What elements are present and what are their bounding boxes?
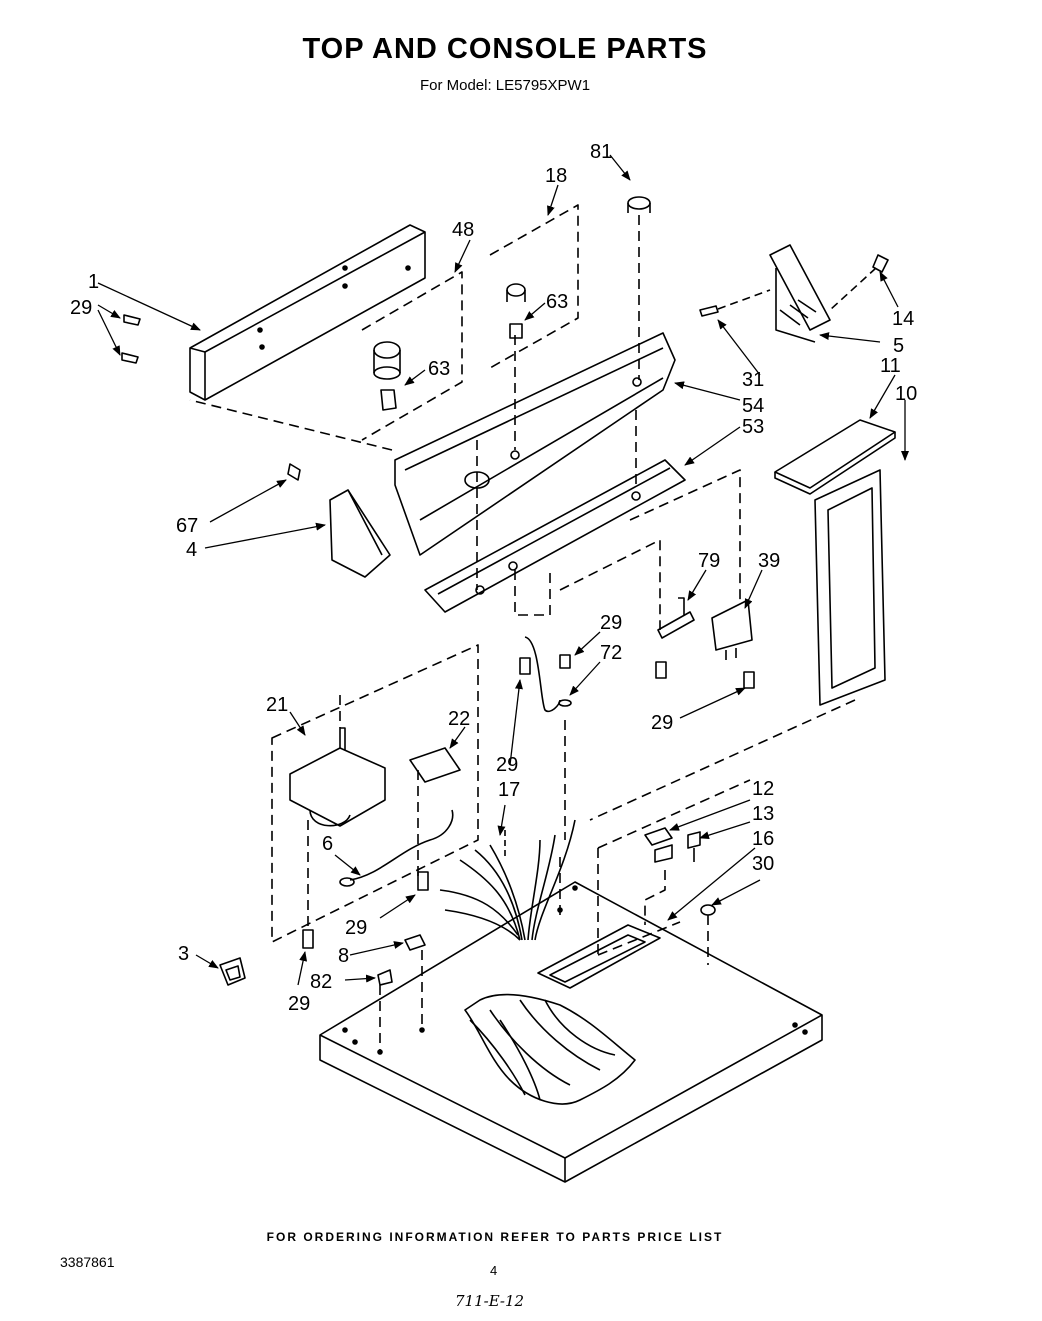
model-subtitle: For Model: LE5795XPW1 [419, 77, 591, 94]
bracket-part [699, 244, 889, 343]
callout-label: 13 [752, 803, 774, 825]
callout-label: 63 [428, 358, 450, 380]
wire-harness-part [439, 720, 576, 941]
callout-label: 1 [88, 271, 99, 293]
callout-label: 3 [178, 943, 189, 965]
callout-label: 48 [452, 219, 474, 241]
rear-panel-part [189, 224, 426, 401]
callout-labels: 81 18 48 1 29 63 63 14 5 31 11 10 54 53 … [70, 141, 917, 1015]
callout-label: 8 [338, 945, 349, 967]
callout-label: 53 [742, 416, 764, 438]
callout-label: 4 [186, 539, 197, 561]
callout-label: 54 [742, 395, 764, 417]
callout-label: 16 [752, 828, 774, 850]
document-number: 3387861 [60, 1254, 115, 1270]
callout-label: 29 [651, 712, 673, 734]
wire-harness-part [339, 809, 454, 887]
assembly-guide-lines [559, 699, 856, 956]
callout-label: 22 [448, 708, 470, 730]
callout-label: 18 [545, 165, 567, 187]
callout-label: 79 [698, 550, 720, 572]
callout-label: 21 [266, 694, 288, 716]
timer-assembly-box [271, 644, 479, 943]
callout-label: 39 [758, 550, 780, 572]
callout-label: 82 [310, 971, 332, 993]
small-hardware-part [644, 827, 716, 965]
callout-label: 29 [70, 297, 92, 319]
cover-part [774, 419, 896, 495]
callout-label: 5 [893, 335, 904, 357]
clip-part [219, 957, 246, 986]
callout-label: 31 [742, 369, 764, 391]
end-cap-part [287, 463, 391, 578]
knob-assembly-box [361, 271, 463, 441]
callout-label: 29 [496, 754, 518, 776]
callout-label: 10 [895, 383, 917, 405]
callout-label: 29 [345, 917, 367, 939]
screw-part [121, 314, 141, 364]
frame-part [814, 469, 886, 706]
screw-part [302, 820, 429, 949]
callout-label: 81 [590, 141, 612, 163]
callout-label: 17 [498, 779, 520, 801]
knob-part [627, 196, 651, 380]
console-panel-part [394, 332, 676, 556]
handwritten-note: 711-E-12 [455, 1292, 525, 1310]
callout-label: 14 [892, 308, 914, 330]
callout-label: 67 [176, 515, 198, 537]
callout-label: 6 [322, 833, 333, 855]
knob-assembly-box [489, 204, 579, 369]
bracket-part [409, 747, 461, 880]
callout-label: 63 [546, 291, 568, 313]
top-panel-part [319, 881, 823, 1183]
callout-label: 29 [288, 993, 310, 1015]
switch-part [657, 597, 753, 660]
screw-part [519, 636, 755, 713]
page-number: 4 [490, 1263, 498, 1278]
assembly-guide-lines [189, 335, 741, 630]
console-bracket-part [424, 459, 686, 613]
ordering-info-footer: FOR ORDERING INFORMATION REFER TO PARTS … [266, 1230, 724, 1244]
callout-label: 12 [752, 778, 774, 800]
callout-label: 30 [752, 853, 774, 875]
callout-label: 72 [600, 642, 622, 664]
callout-leader-lines [97, 154, 909, 986]
callout-label: 11 [880, 355, 901, 377]
callout-label: 29 [600, 612, 622, 634]
page-title: TOP AND CONSOLE PARTS [302, 33, 708, 65]
clamp-part [377, 934, 426, 1052]
